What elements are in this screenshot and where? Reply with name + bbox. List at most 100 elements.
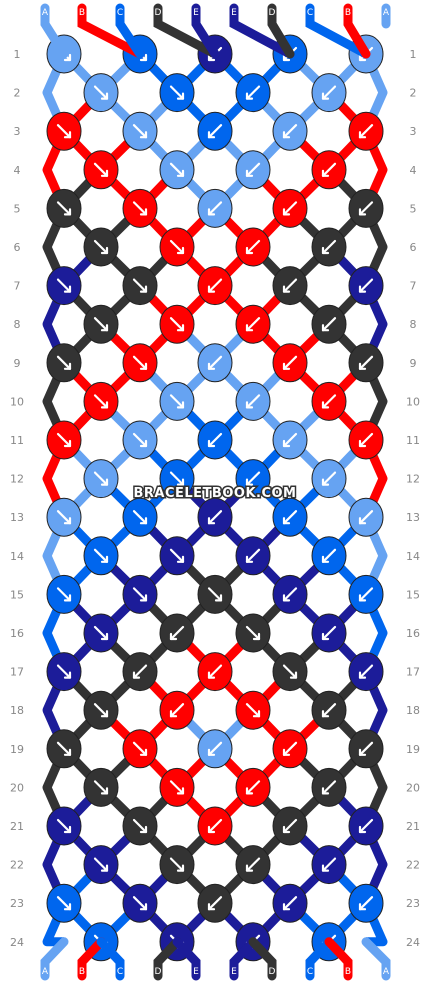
- arrow-down-left-icon: [358, 818, 374, 834]
- arrowhead-icon: [176, 401, 185, 409]
- knot: [83, 381, 119, 421]
- arrow-down-left-icon: [245, 239, 261, 255]
- arrow-down-left-icon: [207, 201, 223, 216]
- arrow-down-left-icon: [245, 548, 261, 563]
- arrowhead-icon: [358, 748, 367, 756]
- row-number-left: 11: [10, 434, 24, 447]
- arrowhead-icon: [245, 169, 254, 177]
- row-number-right: 6: [410, 241, 417, 254]
- arrow-down-left-icon: [358, 664, 374, 679]
- arrow-down-left-icon: [321, 239, 337, 255]
- arrow-down-right-icon: [132, 432, 148, 448]
- arrow-down-right-icon: [207, 587, 223, 602]
- arrowhead-icon: [358, 594, 367, 602]
- knot: [311, 845, 347, 885]
- arrow-down-right-icon: [93, 703, 109, 718]
- arrowhead-icon: [321, 710, 330, 718]
- arrowhead-icon: [245, 787, 254, 795]
- top-string-tail: [115, 3, 145, 59]
- knot: [348, 883, 384, 923]
- bottom-string-tail: [153, 937, 182, 981]
- arrow-down-right-icon: [282, 664, 298, 679]
- arrowhead-icon: [100, 787, 109, 795]
- knot: [122, 420, 158, 460]
- top-string-tail: [305, 3, 371, 59]
- arrowhead-icon: [207, 903, 216, 911]
- arrow-down-left-icon: [245, 162, 261, 177]
- arrowhead-icon: [63, 748, 72, 756]
- knot: [197, 420, 233, 460]
- arrow-down-right-icon: [56, 896, 72, 911]
- arrow-down-left-icon: [321, 471, 337, 486]
- bottom-string-label: B: [79, 967, 85, 977]
- arrowhead-icon: [63, 285, 72, 293]
- arrowhead-icon: [358, 517, 367, 525]
- arrowhead-icon: [282, 439, 291, 448]
- arrowhead-icon: [100, 246, 109, 255]
- arrowhead-icon: [321, 787, 330, 795]
- arrowhead-icon: [176, 555, 185, 563]
- arrowhead-icon: [321, 92, 330, 100]
- row-number-left: 9: [14, 357, 21, 370]
- arrow-down-right-icon: [169, 471, 185, 486]
- arrow-down-right-icon: [56, 278, 72, 293]
- row-number-right: 1: [410, 48, 417, 61]
- knot: [122, 111, 158, 151]
- row-number-right: 18: [406, 704, 420, 717]
- row-number-right: 8: [410, 318, 417, 331]
- knot: [122, 883, 158, 923]
- knot: [197, 343, 233, 383]
- arrowhead-icon: [358, 208, 367, 216]
- arrow-down-left-icon: [358, 355, 374, 370]
- arrowhead-icon: [176, 787, 185, 795]
- arrowhead-icon: [207, 285, 216, 293]
- arrowhead-icon: [139, 439, 148, 448]
- arrowhead-icon: [100, 169, 109, 177]
- arrowhead-icon: [282, 748, 291, 756]
- arrowhead-icon: [245, 324, 254, 332]
- knot: [197, 729, 233, 769]
- arrowhead-icon: [176, 92, 185, 100]
- row-number-right: 3: [410, 125, 417, 138]
- knot: [46, 806, 82, 846]
- arrowhead-icon: [282, 594, 291, 602]
- row-number-left: 3: [14, 125, 21, 138]
- row-number-left: 21: [10, 820, 24, 833]
- arrowhead-icon: [282, 362, 291, 370]
- arrowhead-icon: [139, 53, 148, 62]
- arrow-down-left-icon: [358, 510, 374, 525]
- arrowhead-icon: [176, 478, 185, 486]
- arrowhead-icon: [207, 671, 216, 679]
- bottom-string-tail: [96, 937, 125, 981]
- bottom-string-label: C: [117, 967, 123, 977]
- arrow-down-left-icon: [321, 703, 337, 718]
- knot: [311, 613, 347, 653]
- arrowhead-icon: [321, 169, 330, 177]
- arrowhead-icon: [282, 208, 291, 216]
- knot: [348, 497, 384, 537]
- arrowhead-icon: [100, 92, 109, 100]
- top-string-label: E: [193, 8, 199, 18]
- arrow-down-left-icon: [321, 780, 337, 795]
- knot: [197, 111, 233, 151]
- arrow-down-left-icon: [321, 317, 337, 332]
- arrow-down-right-icon: [56, 664, 72, 679]
- knot: [311, 227, 347, 267]
- knot: [159, 459, 195, 499]
- arrowhead-icon: [321, 632, 330, 641]
- arrowhead-icon: [63, 825, 72, 834]
- row-number-right: 17: [406, 666, 420, 679]
- arrow-down-left-icon: [245, 780, 261, 795]
- arrow-down-left-icon: [358, 432, 374, 448]
- knot: [159, 613, 195, 653]
- knot: [311, 381, 347, 421]
- arrow-down-right-icon: [132, 278, 148, 293]
- arrow-down-right-icon: [169, 162, 185, 177]
- knot: [235, 767, 271, 807]
- bottom-string-label: E: [193, 967, 199, 977]
- arrow-down-right-icon: [132, 510, 148, 525]
- top-string-tail: [40, 3, 69, 59]
- arrowhead-icon: [282, 131, 291, 139]
- arrow-down-left-icon: [282, 355, 298, 370]
